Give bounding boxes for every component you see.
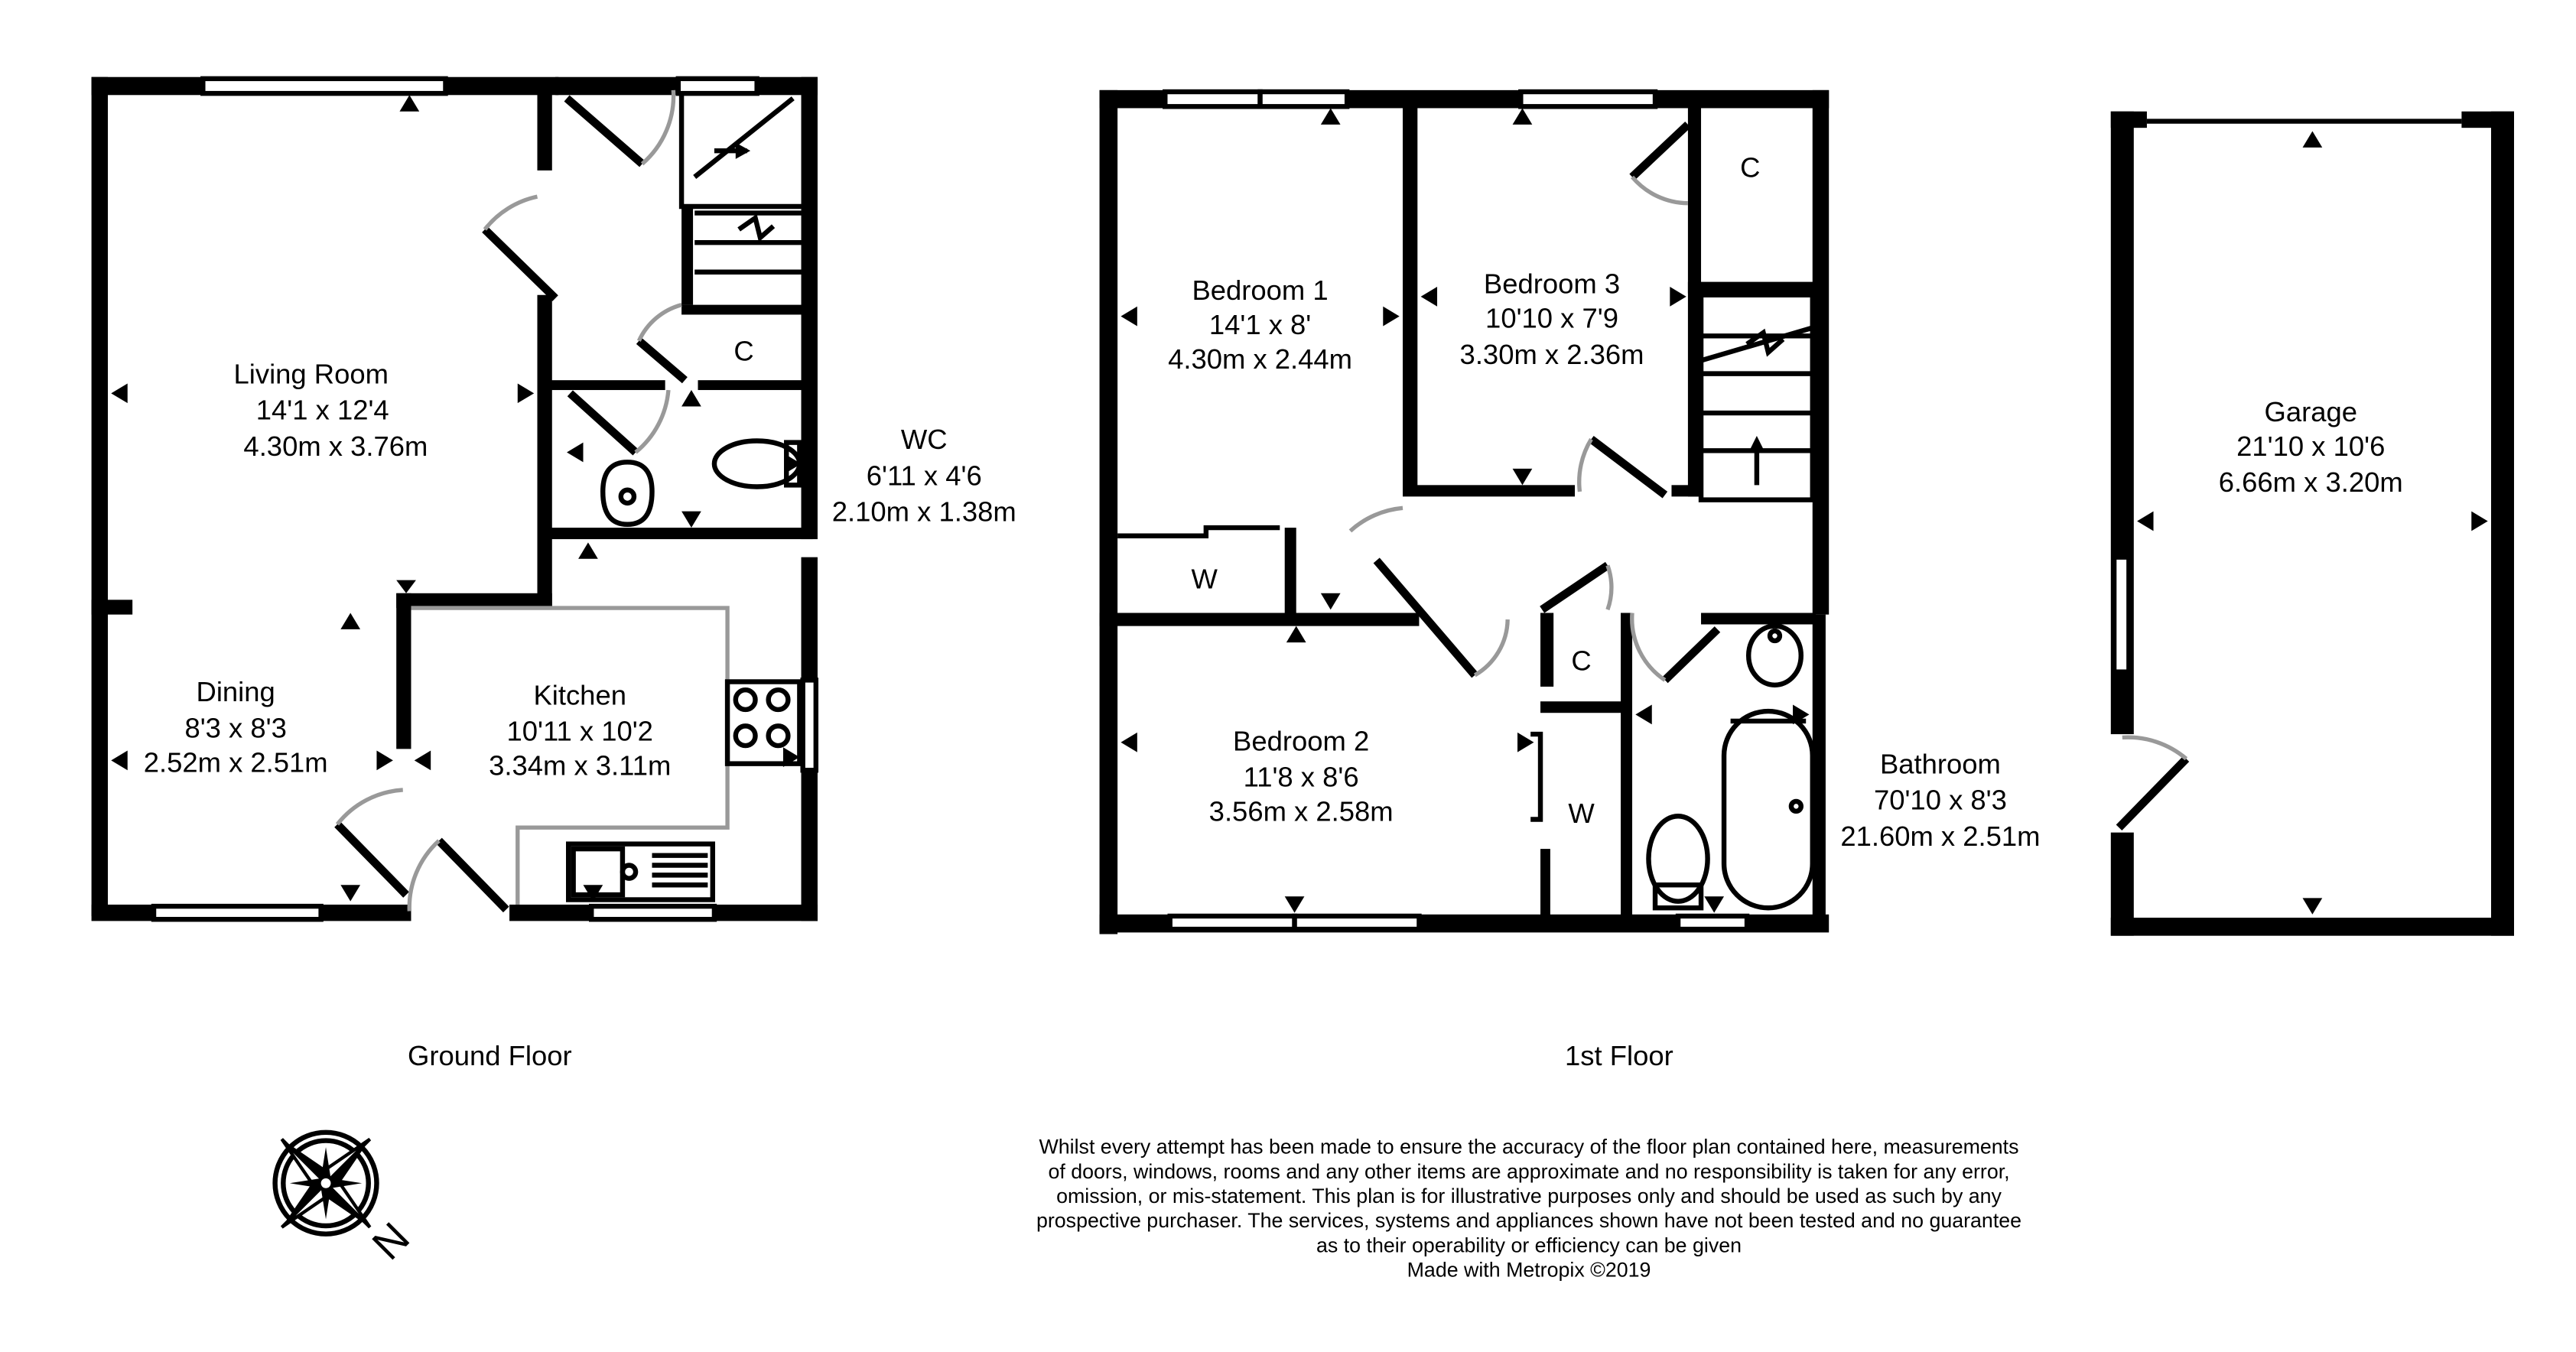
cupboard-label: C [733,335,753,366]
garage-imperial: 21'10 x 10'6 [2236,431,2385,462]
ground-floor-label: Ground Floor [408,1040,572,1071]
ground-stairs [678,92,802,275]
living-room-metric: 4.30m x 3.76m [243,431,428,462]
garage-metric: 6.66m x 3.20m [2219,466,2403,498]
disclaimer-line: of doors, windows, rooms and any other i… [1048,1160,2009,1183]
garage-name: Garage [2265,396,2357,427]
kitchen-fittings [411,606,802,905]
compass-icon [272,1129,379,1237]
dining-metric: 2.52m x 2.51m [144,746,328,778]
ground-floor-plan [91,76,819,922]
wardrobe-label: W [1568,798,1595,829]
bedroom2-name: Bedroom 2 [1233,726,1369,757]
bathroom-name: Bathroom [1880,749,2001,780]
first-arrows [1120,108,1810,913]
first-stairs [1698,292,1815,502]
disclaimer-line: Whilst every attempt has been made to en… [1039,1136,2019,1159]
disclaimer-line: as to their operability or efficiency ca… [1316,1233,1742,1256]
wardrobe-label: W [1192,563,1218,594]
disclaimer: Whilst every attempt has been made to en… [1036,1136,2021,1282]
bedroom1-imperial: 14'1 x 8' [1209,309,1311,340]
living-room-name: Living Room [234,358,389,389]
bedroom3-name: Bedroom 3 [1484,268,1620,300]
wc-metric: 2.10m x 1.38m [832,496,1016,527]
cupboard-label: C [1571,645,1591,676]
kitchen-imperial: 10'11 x 10'2 [506,716,652,747]
compass-north-label: N [363,1214,418,1269]
first-floor-label: 1st Floor [1565,1040,1673,1071]
kitchen-metric: 3.34m x 3.11m [489,750,671,782]
bedroom2-metric: 3.56m x 2.58m [1209,796,1394,827]
dining-name: Dining [197,676,275,707]
first-doors [1348,121,1721,684]
kitchen-name: Kitchen [533,680,626,711]
dining-imperial: 8'3 x 8'3 [184,712,286,743]
wc-imperial: 6'11 x 4'6 [867,460,982,491]
bedroom2-imperial: 11'8 x 8'6 [1244,762,1359,793]
wc-name: WC [901,424,948,455]
bedroom3-imperial: 10'10 x 7'9 [1485,303,1618,334]
bedroom1-metric: 4.30m x 2.44m [1168,343,1352,375]
bathroom-metric: 21.60m x 2.51m [1840,821,2040,852]
disclaimer-line: Made with Metropix ©2019 [1407,1258,1651,1281]
room-labels: Living Room 14'1 x 12'4 4.30m x 3.76m Di… [144,151,2403,1281]
disclaimer-line: prospective purchaser. The services, sys… [1036,1209,2021,1232]
garage-plan [2107,111,2514,936]
bedroom1-name: Bedroom 1 [1192,275,1328,306]
living-room-imperial: 14'1 x 12'4 [256,395,389,426]
cupboard-label: C [1740,151,1760,183]
bedroom3-metric: 3.30m x 2.36m [1460,339,1644,370]
ground-arrows [111,95,802,902]
bathroom-imperial: 70'10 x 8'3 [1874,785,2007,816]
first-floor-plan [1099,89,1830,934]
ground-doors [334,89,688,913]
disclaimer-line: omission, or mis-statement. This plan is… [1056,1185,2002,1207]
